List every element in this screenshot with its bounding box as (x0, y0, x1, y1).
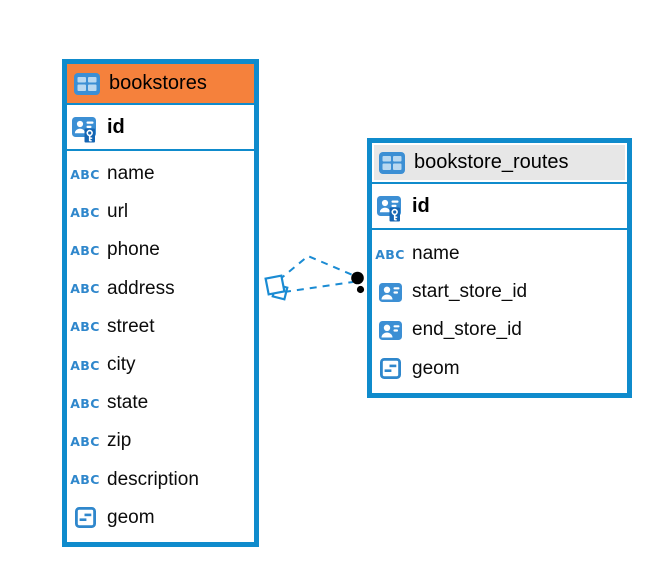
column-label: geom (107, 506, 155, 528)
column-label: geom (412, 357, 460, 379)
column-url[interactable]: ABC url (67, 193, 254, 231)
column-city[interactable]: ABC city (67, 346, 254, 384)
column-label: end_store_id (412, 319, 522, 341)
column-label: url (107, 201, 129, 223)
person-reference-icon (375, 320, 405, 340)
column-start-store-id[interactable]: start_store_id (372, 273, 627, 311)
column-label: phone (107, 239, 160, 261)
text-type-icon: ABC (70, 433, 100, 449)
column-label: address (107, 277, 175, 299)
column-label: state (107, 392, 149, 414)
geometry-type-icon (70, 507, 100, 529)
column-label: name (412, 243, 460, 265)
text-type-icon: ABC (70, 357, 100, 373)
table-title: bookstore_routes (414, 151, 569, 173)
diamond-marker[interactable] (264, 274, 289, 301)
columns-list: ABC name ABC url ABC phone ABC address A… (67, 151, 254, 542)
column-label: id (107, 115, 125, 138)
column-state[interactable]: ABC state (67, 384, 254, 422)
text-type-icon: ABC (70, 395, 100, 411)
text-type-icon: ABC (70, 204, 100, 220)
column-label: city (107, 354, 136, 376)
column-id[interactable]: id (372, 184, 627, 230)
column-phone[interactable]: ABC phone (67, 231, 254, 269)
text-type-icon: ABC (70, 242, 100, 258)
text-type-icon: ABC (70, 166, 100, 182)
column-street[interactable]: ABC street (67, 308, 254, 346)
text-type-icon: ABC (375, 246, 405, 262)
table-bookstores-header[interactable]: bookstores (67, 64, 254, 105)
relationship-line-2[interactable] (283, 281, 354, 293)
column-end-store-id[interactable]: end_store_id (372, 311, 627, 349)
relationship-line-1[interactable] (278, 254, 356, 281)
column-id[interactable]: id (67, 105, 254, 151)
text-type-icon: ABC (70, 472, 100, 488)
table-title: bookstores (109, 72, 207, 94)
primary-key-icon (70, 110, 100, 144)
column-label: street (107, 315, 155, 337)
column-address[interactable]: ABC address (67, 270, 254, 308)
column-zip[interactable]: ABC zip (67, 422, 254, 460)
table-bookstore-routes[interactable]: bookstore_routes id (367, 138, 632, 398)
column-label: zip (107, 430, 132, 452)
table-icon (72, 72, 102, 95)
geometry-type-icon (375, 358, 405, 380)
column-description[interactable]: ABC description (67, 461, 254, 499)
primary-key-icon (375, 189, 405, 223)
column-label: name (107, 163, 155, 185)
column-name[interactable]: ABC name (372, 235, 627, 273)
dot-marker[interactable] (351, 271, 366, 295)
column-label: description (107, 468, 199, 490)
table-icon (377, 151, 407, 174)
text-type-icon: ABC (70, 319, 100, 335)
columns-list: ABC name start_store_id (372, 230, 627, 393)
column-label: start_store_id (412, 281, 528, 303)
text-type-icon: ABC (70, 281, 100, 297)
column-geom[interactable]: geom (67, 499, 254, 537)
column-geom[interactable]: geom (372, 350, 627, 388)
table-bookstores[interactable]: bookstores id A (62, 59, 259, 547)
person-reference-icon (375, 282, 405, 302)
column-name[interactable]: ABC name (67, 155, 254, 193)
table-bookstore-routes-header[interactable]: bookstore_routes (372, 143, 627, 184)
column-label: id (412, 194, 430, 217)
